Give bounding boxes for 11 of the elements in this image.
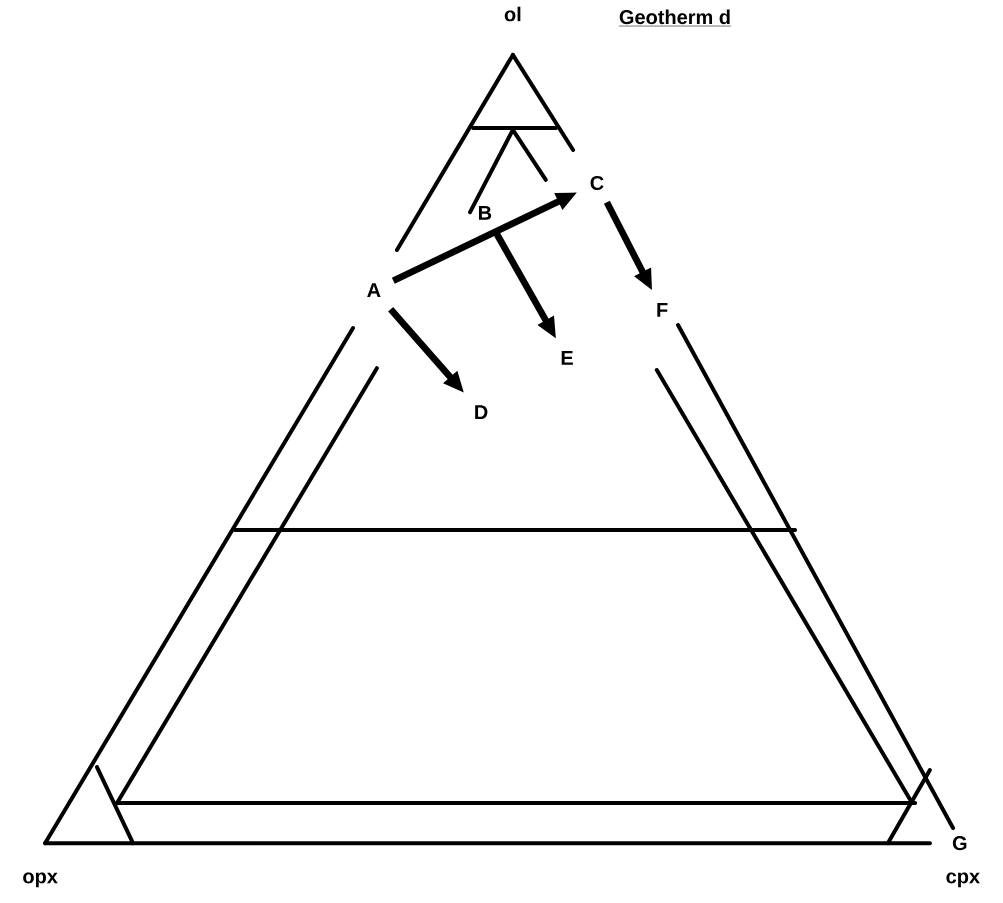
vertex-label: ol — [504, 6, 521, 22]
vertex-label: G — [952, 836, 967, 851]
vertex-label: opx — [23, 872, 58, 888]
title: Geotherm d — [618, 9, 732, 27]
point-label: B — [478, 206, 492, 220]
point-label: D — [475, 405, 488, 419]
point-label: A — [367, 283, 381, 297]
point-label: C — [590, 175, 604, 190]
vertex-label: cpx — [946, 872, 980, 888]
point-label: E — [561, 351, 573, 365]
point-label: F — [657, 302, 668, 317]
